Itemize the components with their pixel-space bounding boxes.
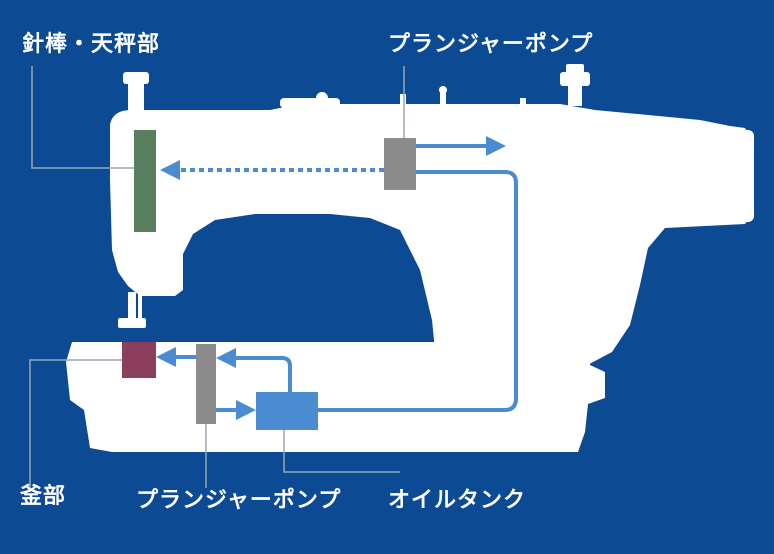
thread-tension-post [568, 82, 582, 106]
thread-tension-cap [566, 64, 584, 74]
plunger-pump-top-component [384, 138, 416, 190]
flow-tank-to-top-pump [318, 170, 518, 412]
hook-component [122, 342, 156, 378]
thread-tension-knob [560, 72, 590, 86]
oil-tank-component [256, 392, 318, 430]
top-pin-1 [400, 94, 406, 106]
needle [138, 292, 142, 328]
label-hook: 釜部 [20, 484, 67, 509]
label-needle-bar: 針棒・天秤部 [22, 32, 161, 57]
needle-bar-component [134, 130, 156, 232]
needle-bar-knob [123, 72, 149, 84]
top-pin-3 [520, 98, 526, 106]
needle-bar-rod [128, 80, 144, 114]
machine-arm [110, 104, 752, 378]
hand-wheel [730, 130, 754, 222]
leader-line-needle-bar [31, 66, 144, 169]
oil-flow-lines [156, 136, 518, 420]
plunger-pump-bottom-component [196, 344, 216, 424]
sewing-machine-silhouette [66, 64, 754, 452]
leader-line-oil-tank [283, 430, 400, 473]
top-pin-2-head [439, 86, 447, 94]
leader-lines [29, 66, 405, 492]
top-lever [280, 98, 340, 108]
flow-tank-to-bottom-pump [216, 348, 292, 396]
label-plunger-pump-bottom: プランジャーポンプ [136, 488, 342, 513]
top-knob-small [316, 92, 328, 104]
top-pin-2 [440, 90, 446, 106]
presser-foot-rod [128, 292, 136, 320]
label-plunger-pump-top: プランジャーポンプ [388, 32, 594, 57]
label-oil-tank: オイルタンク [388, 488, 527, 513]
leader-line-hook [29, 359, 122, 492]
